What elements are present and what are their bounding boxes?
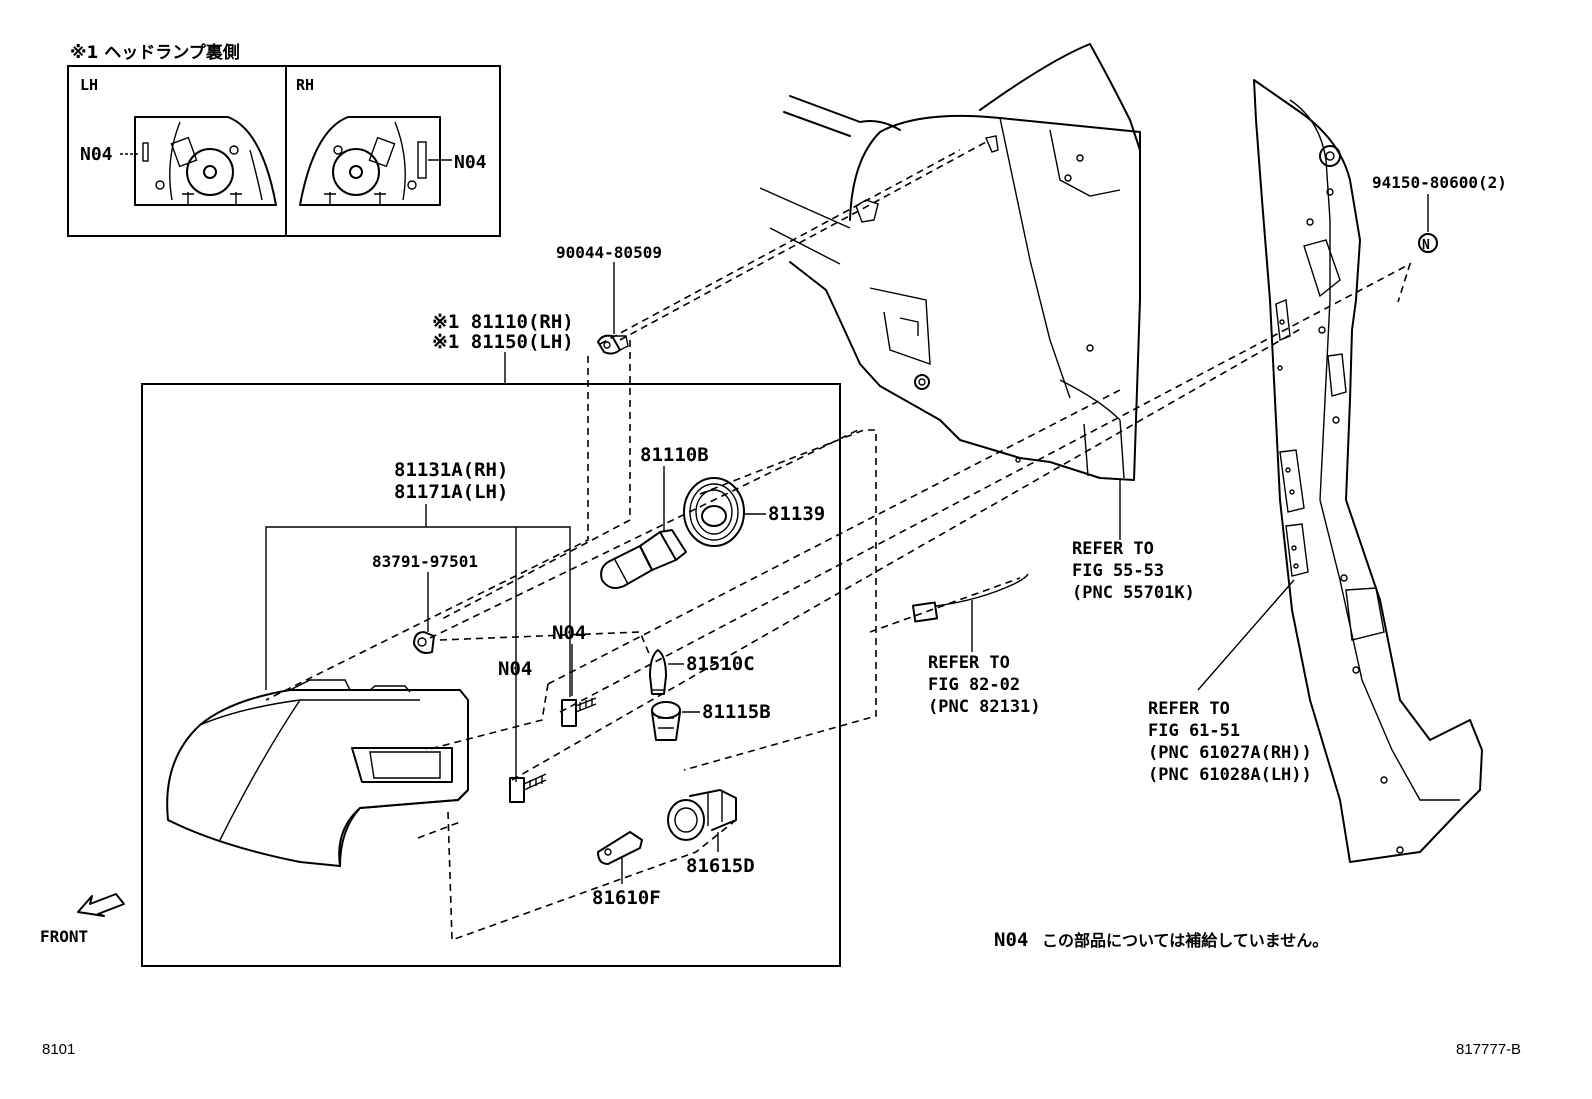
- headlamp-bulb-81110b: [600, 466, 687, 589]
- refer-61-line2: FIG 61-51: [1148, 721, 1240, 741]
- inset-lh-lamp-rear: [134, 116, 277, 206]
- bulb-81510c: [649, 649, 684, 695]
- part-81615d: 81615D: [686, 855, 755, 877]
- refer-55-line2: FIG 55-53: [1072, 561, 1164, 581]
- inset-lh-label: LH: [80, 76, 98, 94]
- refer-61-line1: REFER TO: [1148, 699, 1230, 719]
- refer-82-line2: FIG 82-02: [928, 675, 1020, 695]
- assembly-dashed-lines: [265, 141, 1412, 942]
- refer-82-line1: REFER TO: [928, 653, 1010, 673]
- inset-lh-callout: N04: [80, 144, 113, 165]
- refer-82-line3: (PNC 82131): [928, 697, 1041, 717]
- note-text: この部品については補給していません。: [1042, 931, 1328, 950]
- socket-81615d: [667, 789, 737, 852]
- assembly-rh-label: ※1 81110(RH): [432, 311, 574, 333]
- part-81139: 81139: [768, 503, 825, 525]
- n04-lower-label: N04: [498, 658, 532, 680]
- bracket-lines: [265, 504, 571, 782]
- inset-title: ※1 ヘッドランプ裏側: [70, 42, 240, 63]
- n04-upper-label: N04: [552, 622, 586, 644]
- part-83791-97501: 83791-97501: [372, 552, 478, 571]
- nut-94150-marker: N: [1418, 233, 1438, 253]
- inset-rh-label: RH: [296, 76, 314, 94]
- headlamp-housing: [166, 679, 469, 867]
- inset-rh-callout: N04: [454, 152, 487, 173]
- refer-61-line4: (PNC 61028A(LH)): [1148, 765, 1312, 785]
- screw-n04-upper: [561, 697, 597, 727]
- part-90044-80509: 90044-80509: [556, 243, 662, 262]
- body-panel-55701k: [759, 43, 1141, 540]
- clip-90044-80509: [597, 262, 629, 355]
- part-81131a: 81131A(RH): [394, 459, 508, 481]
- nut-marker-letter: N: [1422, 238, 1430, 253]
- assembly-lh-label: ※1 81150(LH): [432, 331, 574, 353]
- refer-55-line1: REFER TO: [1072, 539, 1154, 559]
- refer-55-line3: (PNC 55701K): [1072, 583, 1195, 603]
- inset-rh-lamp-rear: [299, 116, 441, 206]
- bulb-cover-81139: [683, 477, 766, 547]
- footer-left-code: 8101: [42, 1041, 75, 1058]
- connector-82131: [911, 573, 1029, 652]
- part-81115b: 81115B: [702, 701, 771, 723]
- note-code: N04: [994, 929, 1028, 951]
- part-81610f: 81610F: [592, 887, 661, 909]
- front-label: FRONT: [40, 927, 88, 946]
- part-81171a: 81171A(LH): [394, 481, 508, 503]
- part-81510c: 81510C: [686, 653, 755, 675]
- front-arrow-icon: [77, 893, 125, 917]
- headlamp-assembly-frame: ※1 81110(RH) ※1 81150(LH): [141, 311, 841, 967]
- part-94150-80600: 94150-80600(2): [1372, 173, 1507, 192]
- part-81110b: 81110B: [640, 444, 709, 466]
- refer-61-line3: (PNC 61027A(RH)): [1148, 743, 1312, 763]
- grommet-83791-97501: [413, 631, 435, 654]
- footer-right-code: 817777-B: [1456, 1041, 1521, 1058]
- inset-rear-view: ※1 ヘッドランプ裏側 LH RH N04: [67, 42, 501, 237]
- bulb-81610f: [597, 831, 643, 884]
- socket-81115b: [651, 701, 700, 741]
- pillar-61027a: [1197, 79, 1483, 863]
